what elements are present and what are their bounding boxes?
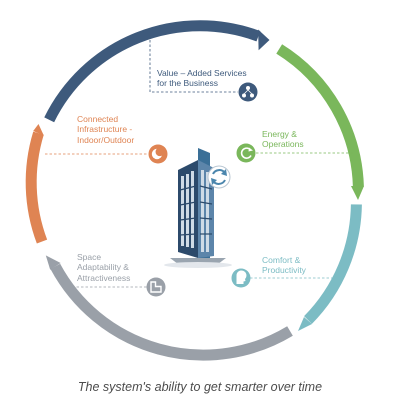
connector-value xyxy=(149,40,238,93)
ring-segment-infra xyxy=(25,131,48,244)
label-space-line-3: Attractiveness xyxy=(77,272,131,283)
ring-segment-space xyxy=(50,263,293,361)
floorplan-icon xyxy=(146,277,166,297)
network-icon xyxy=(238,82,258,102)
ring-arrow-infra xyxy=(33,124,44,136)
head-icon xyxy=(231,268,251,288)
ring-arrow-comfort xyxy=(298,317,312,331)
label-infra-line-1: Connected xyxy=(77,114,119,124)
building-icon xyxy=(164,148,232,268)
moon-icon xyxy=(148,144,168,164)
label-value-line-1: Value – Added Services xyxy=(157,68,247,78)
sync-icon xyxy=(207,165,231,189)
ring-segment-energy xyxy=(276,44,364,187)
ring-segment-comfort xyxy=(304,204,362,324)
label-infra-line-3: Indoor/Outdoor xyxy=(77,134,135,145)
label-space-line-1: Space xyxy=(77,252,102,262)
cycle-icon xyxy=(236,143,256,163)
label-space: Space Adaptability & Attractiveness xyxy=(77,252,130,283)
label-value: Value – Added Services for the Business xyxy=(157,68,247,89)
label-energy-line-2: Operations xyxy=(262,139,304,150)
label-energy: Energy & Operations xyxy=(262,129,304,150)
ring-arrow-space xyxy=(45,255,61,270)
label-comfort: Comfort & Productivity xyxy=(262,255,306,276)
label-value-line-2: for the Business xyxy=(157,78,218,89)
label-energy-line-1: Energy & xyxy=(262,129,297,139)
label-comfort-line-1: Comfort & xyxy=(262,255,301,265)
ring-segment-value xyxy=(44,20,261,123)
ring-arrow-energy xyxy=(351,186,364,200)
label-infra-line-2: Infrastructure - xyxy=(77,124,133,135)
label-space-line-2: Adaptability & xyxy=(77,262,129,273)
label-infra: Connected Infrastructure - Indoor/Outdoo… xyxy=(77,114,134,145)
ring-arrow-value xyxy=(258,29,270,51)
diagram-caption: The system's ability to get smarter over… xyxy=(77,380,323,394)
label-comfort-line-2: Productivity xyxy=(262,265,306,276)
